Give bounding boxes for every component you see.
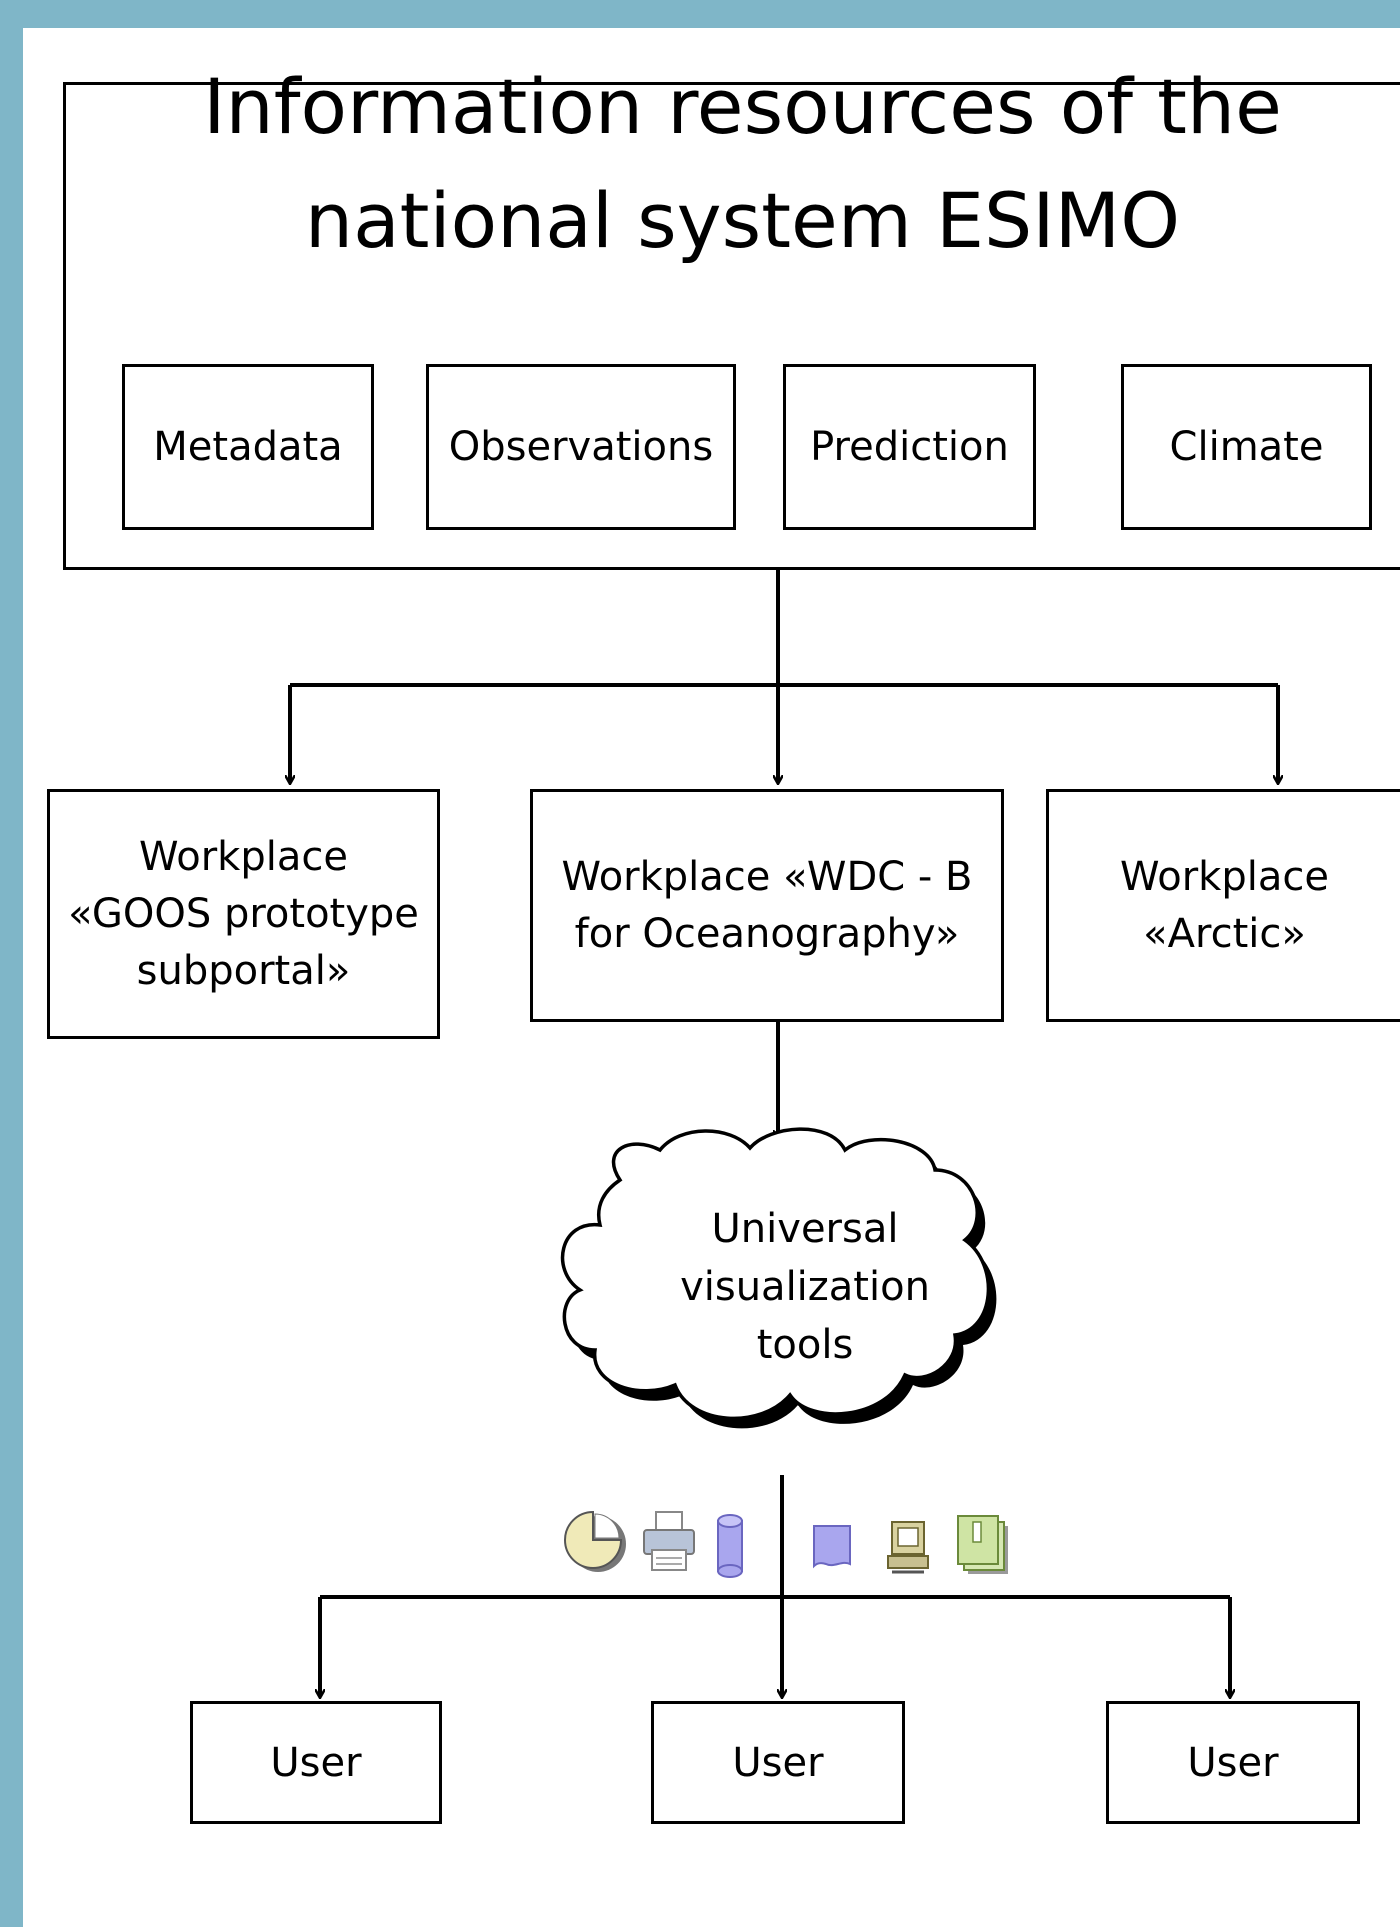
document-icon <box>813 1525 851 1569</box>
resource-observations: Observations <box>426 364 736 530</box>
workplace-arctic: Workplace «Arctic» <box>1046 789 1400 1022</box>
resource-label: Climate <box>1169 424 1324 470</box>
pages-icon <box>957 1515 1008 1574</box>
computer-icon <box>887 1521 929 1574</box>
user-box-1: User <box>190 1701 442 1824</box>
resource-label: Observations <box>448 424 714 470</box>
workplace-label: Workplace «GOOS prototype subportal» <box>68 833 419 994</box>
cloud-shape <box>560 1127 997 1429</box>
user-box-2: User <box>651 1701 905 1824</box>
user-label: User <box>1187 1739 1279 1786</box>
resource-metadata: Metadata <box>122 364 374 530</box>
user-label: User <box>732 1739 824 1786</box>
user-box-3: User <box>1106 1701 1360 1824</box>
workplace-goos: Workplace «GOOS prototype subportal» <box>47 789 440 1039</box>
workplace-wdc-b: Workplace «WDC - B for Oceanography» <box>530 789 1004 1022</box>
resource-label: Prediction <box>810 424 1009 470</box>
database-icon <box>717 1514 743 1578</box>
resource-prediction: Prediction <box>783 364 1036 530</box>
user-label: User <box>270 1739 362 1786</box>
resource-label: Metadata <box>153 424 343 470</box>
cloud-label: Universal visualization tools <box>680 1206 930 1368</box>
workplace-label: Workplace «WDC - B for Oceanography» <box>561 853 973 957</box>
printer-icon <box>643 1511 695 1571</box>
pie-chart-icon <box>564 1510 626 1572</box>
resource-climate: Climate <box>1121 364 1372 530</box>
diagram-title: Information resources of the national sy… <box>203 62 1282 265</box>
workplace-label: Workplace «Arctic» <box>1120 853 1329 957</box>
